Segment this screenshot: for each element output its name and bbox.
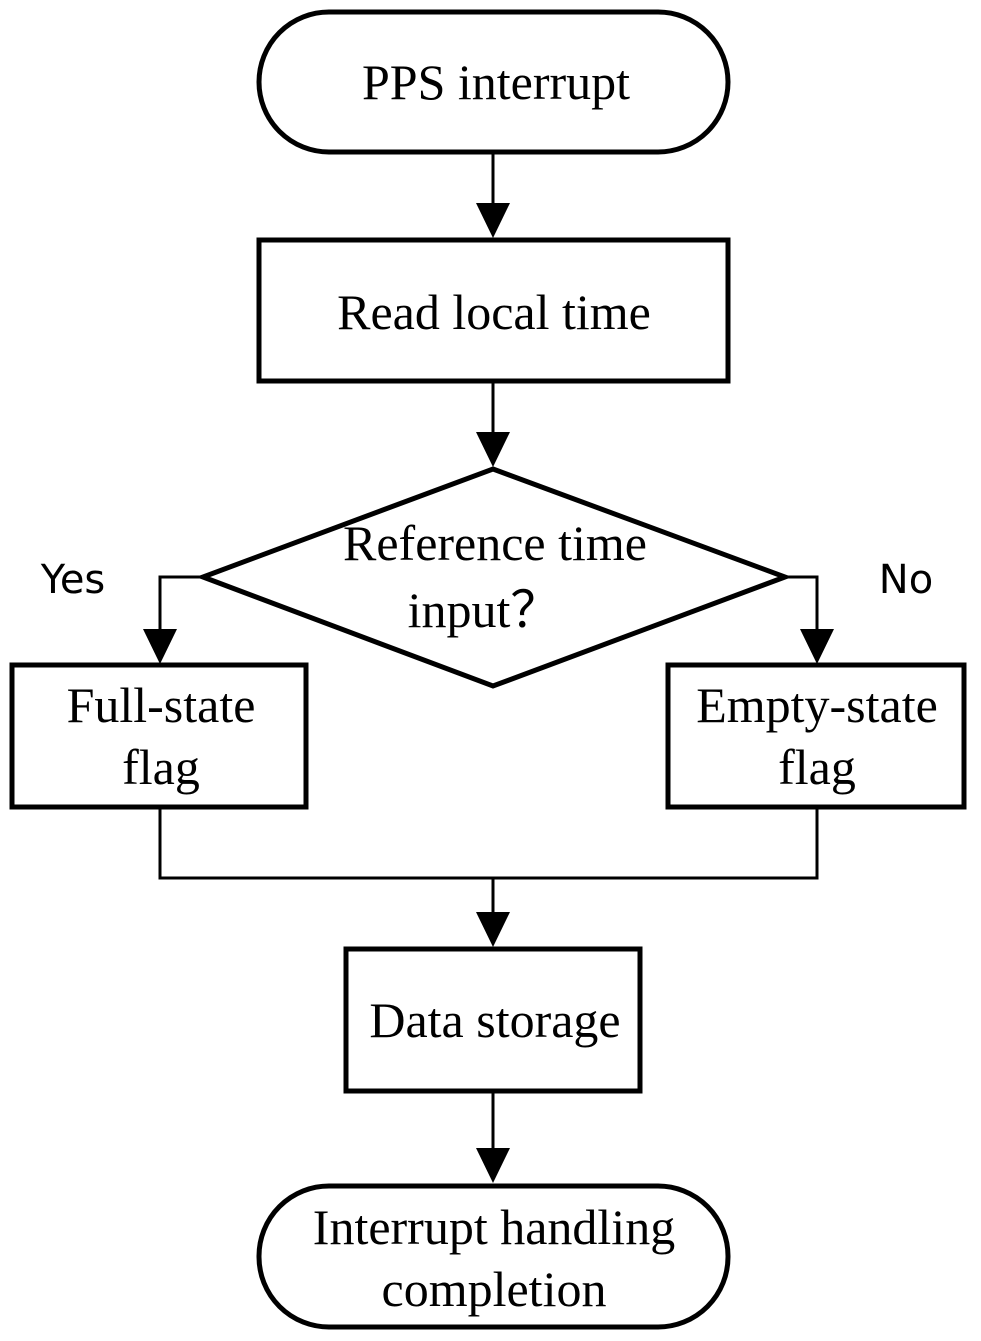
read-time-label: Read local time bbox=[337, 284, 651, 340]
no-branch-label: No bbox=[879, 557, 933, 603]
decision-label-line2: input？ bbox=[408, 582, 561, 638]
full-state-flag-process: Full-state flag bbox=[9, 662, 309, 810]
end-label-line2: completion bbox=[382, 1261, 607, 1317]
start-terminator: PPS interrupt bbox=[256, 9, 731, 155]
arrowhead-decision bbox=[476, 432, 510, 467]
arrowhead-empty-flag bbox=[800, 629, 834, 664]
full-flag-label-line1: Full-state bbox=[67, 677, 256, 733]
empty-flag-label-line1: Empty-state bbox=[696, 677, 938, 733]
connector-yes-branch bbox=[158, 575, 203, 631]
read-time-process: Read local time bbox=[256, 237, 731, 384]
data-storage-process: Data storage bbox=[343, 946, 643, 1094]
full-flag-label-line2: flag bbox=[122, 739, 200, 795]
empty-flag-label-line2: flag bbox=[778, 739, 856, 795]
end-label-line1: Interrupt handling bbox=[313, 1199, 675, 1255]
decision-label-line1: Reference time bbox=[343, 515, 647, 571]
arrowhead-full-flag bbox=[143, 629, 177, 664]
data-storage-label: Data storage bbox=[369, 992, 620, 1048]
connector-no-branch bbox=[785, 575, 819, 631]
arrowhead-storage bbox=[476, 912, 510, 947]
arrowhead-read bbox=[476, 203, 510, 238]
decision-diamond: Reference time input？ bbox=[195, 466, 793, 689]
connector-merge bbox=[158, 808, 819, 880]
end-terminator: Interrupt handling completion bbox=[256, 1183, 731, 1330]
yes-branch-label: Yes bbox=[40, 557, 106, 603]
arrowhead-end bbox=[476, 1148, 510, 1183]
start-label: PPS interrupt bbox=[362, 54, 630, 110]
empty-state-flag-process: Empty-state flag bbox=[665, 662, 967, 810]
